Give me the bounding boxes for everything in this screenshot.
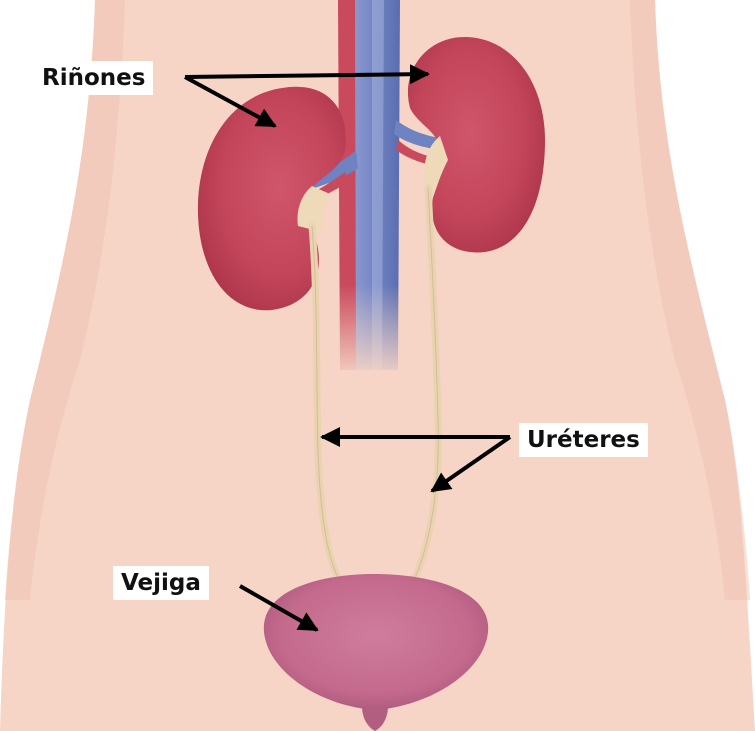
label-kidneys: Riñones xyxy=(34,61,153,95)
label-ureters: Uréteres xyxy=(519,423,648,457)
label-bladder: Vejiga xyxy=(113,566,209,600)
great-vessels xyxy=(338,0,400,370)
